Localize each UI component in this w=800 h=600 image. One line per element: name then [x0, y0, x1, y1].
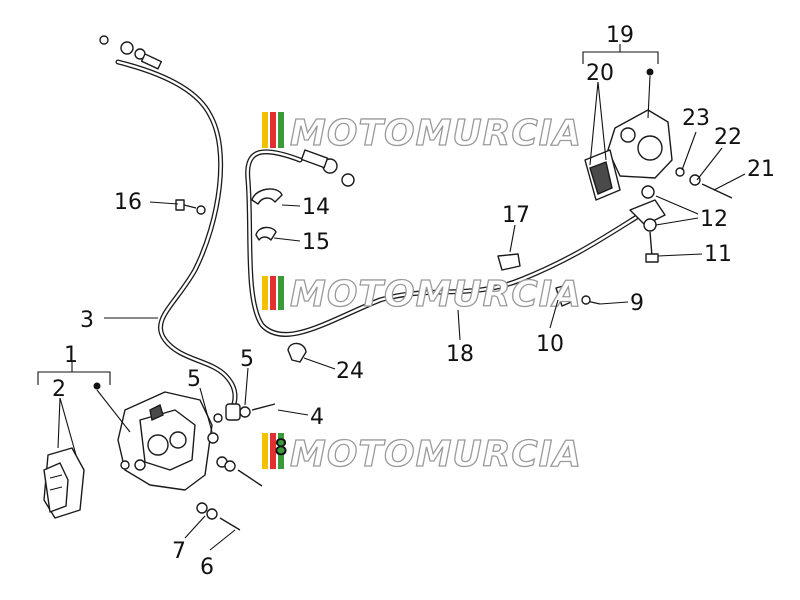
callout-3: 3 — [80, 308, 94, 333]
watermark-top: MOTOMURCIA — [262, 112, 582, 155]
callout-24: 24 — [336, 359, 364, 384]
callout-5-right: 5 — [240, 347, 254, 372]
callout-14: 14 — [302, 195, 330, 220]
bleed-screw-8 — [213, 413, 223, 423]
callout-9: 9 — [630, 291, 644, 316]
callout-15: 15 — [302, 230, 330, 255]
watermark-text: MOTOMURCIA — [290, 113, 582, 154]
callout-6: 6 — [200, 555, 214, 580]
callout-22: 22 — [714, 125, 742, 150]
callout-labels: 1 2 3 4 5 5 6 7 8 9 10 11 12 14 15 16 17… — [52, 23, 775, 580]
callout-23: 23 — [682, 106, 710, 131]
clip-17 — [497, 253, 521, 271]
watermark-logo-icon — [262, 276, 284, 310]
watermark-text: MOTOMURCIA — [290, 274, 582, 315]
callout-17: 17 — [502, 203, 530, 228]
watermark-text: MOTOMURCIA — [290, 434, 582, 475]
callout-4: 4 — [310, 405, 324, 430]
leader-lines — [37, 44, 746, 551]
callout-20: 20 — [586, 61, 614, 86]
front-brake-hose-3 — [115, 59, 238, 413]
brake-caliper-1 — [117, 391, 213, 491]
callout-18: 18 — [446, 342, 474, 367]
banjo-fitting-12 — [629, 185, 666, 232]
callout-12: 12 — [700, 207, 728, 232]
callout-19: 19 — [606, 23, 634, 48]
clip-15 — [255, 226, 277, 241]
banjo-bolt-11 — [645, 231, 659, 263]
brake-pads-2 — [43, 447, 85, 519]
watermark-bottom: MOTOMURCIA — [262, 433, 582, 476]
reservoir-cap-20 — [584, 149, 621, 201]
watermark-logo-icon — [262, 112, 284, 148]
callout-7: 7 — [172, 539, 186, 564]
callout-10: 10 — [536, 332, 564, 357]
callout-8: 8 — [274, 436, 288, 461]
watermark-logo-icon — [262, 433, 284, 469]
callout-1: 1 — [64, 343, 78, 368]
watermark-middle: MOTOMURCIA — [262, 273, 582, 316]
upper-banjo-fittings — [99, 35, 355, 187]
bracket-dot — [646, 68, 654, 76]
banjo-bolt-4-washers-5 — [207, 403, 276, 444]
caliper-bolts-6-7 — [196, 456, 263, 531]
bracket-10-bolt-9 — [555, 283, 601, 307]
master-cylinder-19 — [607, 109, 673, 179]
clamp-24 — [287, 342, 307, 363]
clip-14 — [251, 188, 283, 205]
callout-21: 21 — [747, 157, 775, 182]
callout-2: 2 — [52, 377, 66, 402]
callout-16: 16 — [114, 190, 142, 215]
callout-5-left: 5 — [187, 367, 201, 392]
bracket-dot — [93, 382, 101, 390]
rear-brake-hose-18 — [245, 149, 643, 337]
callout-11: 11 — [704, 242, 732, 267]
washers-22-23-bolt-21 — [675, 167, 733, 199]
bolt-16 — [175, 199, 206, 215]
